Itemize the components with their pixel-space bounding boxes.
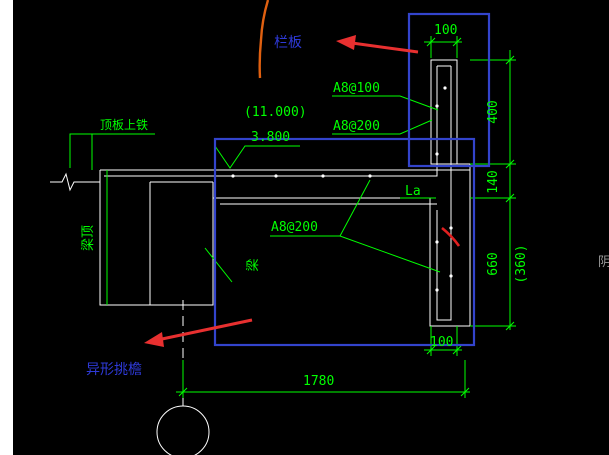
dim-tick	[426, 345, 436, 355]
dim-text-bottom-100: 100	[430, 335, 453, 350]
railing-highlight-box	[407, 12, 491, 168]
dim-text-360: (360)	[514, 244, 529, 283]
rebar-callout-3: A8@200	[271, 220, 318, 235]
text-layer: 栏板 异形挑檐 100 100 1780 400 140 660 (360) A…	[81, 23, 609, 389]
railing-label: 栏板	[274, 35, 302, 51]
rebar-dot	[435, 240, 439, 244]
rebar-dot	[435, 152, 439, 156]
dim-tick	[505, 55, 515, 65]
rebar-dots	[231, 86, 453, 292]
break-line	[50, 172, 100, 192]
highlight-boxes	[213, 12, 491, 347]
dim-tick	[452, 345, 462, 355]
elevation-bottom: 3.800	[251, 130, 290, 145]
rebar-dot	[274, 174, 278, 178]
callout-leader-1	[332, 95, 439, 111]
callout-leader-3b	[339, 179, 371, 237]
beam-label: 梁	[246, 258, 261, 271]
elevation-top: (11.000)	[244, 105, 307, 120]
dimension-lines	[69, 36, 516, 398]
rebar-callout-1: A8@100	[333, 81, 380, 96]
annotation-arrows	[144, 35, 419, 347]
special-canopy-label: 异形挑檐	[86, 362, 142, 378]
structure-outline	[50, 59, 471, 455]
rebar-dot	[321, 174, 325, 178]
railing-arrow-head	[336, 35, 356, 50]
canopy-highlight-box	[213, 137, 476, 347]
beam-top-label: 梁顶	[81, 225, 96, 251]
dim-tick	[505, 321, 515, 331]
railing-arrow-shaft	[351, 41, 419, 54]
dim-tick	[178, 387, 188, 397]
rebar-dot	[449, 274, 453, 278]
dim-text-660: 660	[486, 252, 501, 275]
edge-text: 阴	[598, 255, 609, 270]
rebar-callout-2: A8@200	[333, 119, 380, 134]
dim-tick	[505, 193, 515, 203]
rebar-dot	[449, 226, 453, 230]
dim-tick	[452, 37, 462, 47]
callout-leader-2	[332, 119, 433, 135]
wall-outline	[99, 170, 150, 306]
canopy-arrow-shaft	[161, 318, 253, 341]
rebar-outer-bar	[436, 66, 452, 321]
dim-text-1780: 1780	[303, 374, 334, 389]
rebar-dot	[443, 86, 447, 90]
dim-text-140: 140	[486, 170, 501, 193]
elevation-marker	[214, 145, 300, 169]
dim-text-400: 400	[486, 100, 501, 123]
dim-tick	[460, 387, 470, 397]
dim-tick	[426, 37, 436, 47]
rebar-dot	[231, 174, 235, 178]
rebar-dot	[368, 174, 372, 178]
rebar-highlight-mark	[441, 226, 461, 247]
roof-rebar-label: 顶板上铁	[100, 118, 148, 132]
beam-outline	[149, 182, 214, 306]
rebar-dot	[435, 288, 439, 292]
anchor-label: La	[405, 184, 421, 199]
beam-label-leader	[204, 247, 233, 283]
rebar-dot	[435, 104, 439, 108]
sketch-curve	[258, 0, 270, 79]
dim-tick	[505, 159, 515, 169]
roof-rebar-leader	[69, 133, 155, 168]
dim-text-top-100: 100	[434, 23, 457, 38]
canopy-arrow-head	[144, 332, 164, 347]
